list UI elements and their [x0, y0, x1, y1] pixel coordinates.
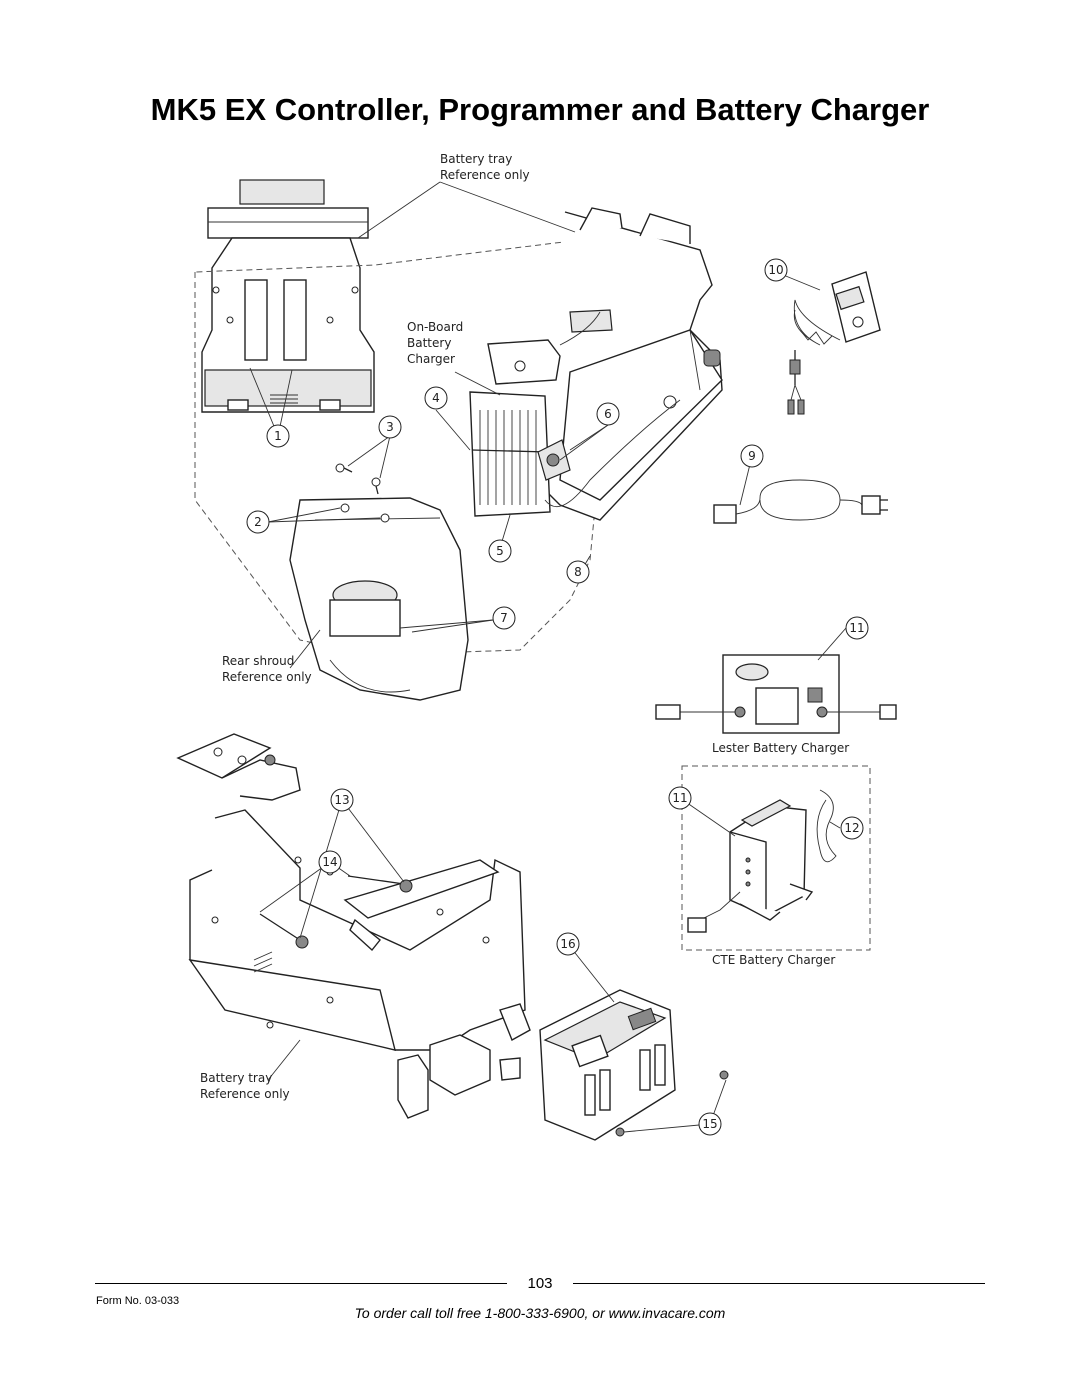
callout-onboard-3: Charger [407, 352, 455, 366]
callout-rear-shroud-2: Reference only [222, 670, 312, 684]
balloon-9: 9 [740, 444, 764, 468]
cte-battery-charger [687, 789, 837, 933]
balloon-14: 14 [318, 850, 342, 874]
balloon-10-label: 10 [768, 263, 783, 277]
mounting-bolts [259, 875, 413, 949]
balloon-12-label: 12 [844, 821, 859, 835]
balloon-8: 8 [566, 560, 590, 584]
lester-battery-charger [655, 654, 897, 734]
balloon-3-label: 3 [386, 420, 394, 434]
balloon-4-label: 4 [432, 391, 440, 405]
balloon-13: 13 [330, 788, 354, 812]
battery-tray-rear [544, 207, 723, 521]
balloon-1: 1 [266, 424, 290, 448]
balloon-16: 16 [556, 932, 580, 956]
battery-tray-lower [176, 733, 531, 1119]
footer-rule-left [95, 1283, 507, 1284]
mk5-ex-controller [539, 989, 729, 1141]
callout-battery-tray-top-1: Battery tray [440, 152, 512, 166]
balloon-9-label: 9 [748, 449, 756, 463]
balloon-16-label: 16 [560, 937, 575, 951]
footer-rule-right [573, 1283, 985, 1284]
balloon-13-label: 13 [334, 793, 349, 807]
callout-rear-shroud-1: Rear shroud [222, 654, 294, 668]
balloon-6-label: 6 [604, 407, 612, 421]
balloon-14-label: 14 [322, 855, 337, 869]
balloon-15-label: 15 [702, 1117, 717, 1131]
balloon-12: 12 [840, 816, 864, 840]
balloon-5-label: 5 [496, 544, 504, 558]
balloon-7-label: 7 [500, 611, 508, 625]
balloon-8-label: 8 [574, 565, 582, 579]
callout-cte: CTE Battery Charger [712, 953, 835, 967]
callout-battery-tray-bottom-2: Reference only [200, 1087, 290, 1101]
balloon-5: 5 [488, 539, 512, 563]
power-cord [713, 479, 888, 524]
screw-parts [335, 463, 381, 495]
programmer-handset [787, 271, 881, 415]
battery-tray-front-view [201, 179, 375, 413]
balloon-1-label: 1 [274, 429, 282, 443]
balloon-7: 7 [492, 606, 516, 630]
callout-onboard-2: Battery [407, 336, 451, 350]
balloon-2-label: 2 [254, 515, 262, 529]
balloon-11-cte: 11 [668, 786, 692, 810]
assembly-dash-outline [194, 239, 616, 656]
balloon-2: 2 [246, 510, 270, 534]
balloon-4: 4 [424, 386, 448, 410]
item-balloons: 1 2 3 4 5 6 7 8 9 10 11 11 12 13 14 15 1… [246, 258, 869, 1136]
page-number: 103 [527, 1275, 553, 1292]
balloon-11-cte-label: 11 [672, 791, 687, 805]
balloon-10: 10 [764, 258, 788, 282]
onboard-battery-charger [469, 311, 681, 517]
callout-lester: Lester Battery Charger [712, 741, 849, 755]
order-info-line: To order call toll free 1-800-333-6900, … [354, 1305, 726, 1321]
balloon-6: 6 [596, 402, 620, 426]
callout-battery-tray-top-2: Reference only [440, 168, 530, 182]
balloon-11-lester: 11 [845, 616, 869, 640]
balloon-15: 15 [698, 1112, 722, 1136]
cte-charger-outline [681, 765, 871, 951]
callout-onboard-1: On-Board [407, 320, 463, 334]
callout-battery-tray-bottom-1: Battery tray [200, 1071, 272, 1085]
rear-shroud [289, 497, 469, 701]
balloon-11-lester-label: 11 [849, 621, 864, 635]
balloon-3: 3 [378, 415, 402, 439]
form-number: Form No. 03-033 [96, 1295, 180, 1307]
page-title: MK5 EX Controller, Programmer and Batter… [150, 92, 930, 127]
